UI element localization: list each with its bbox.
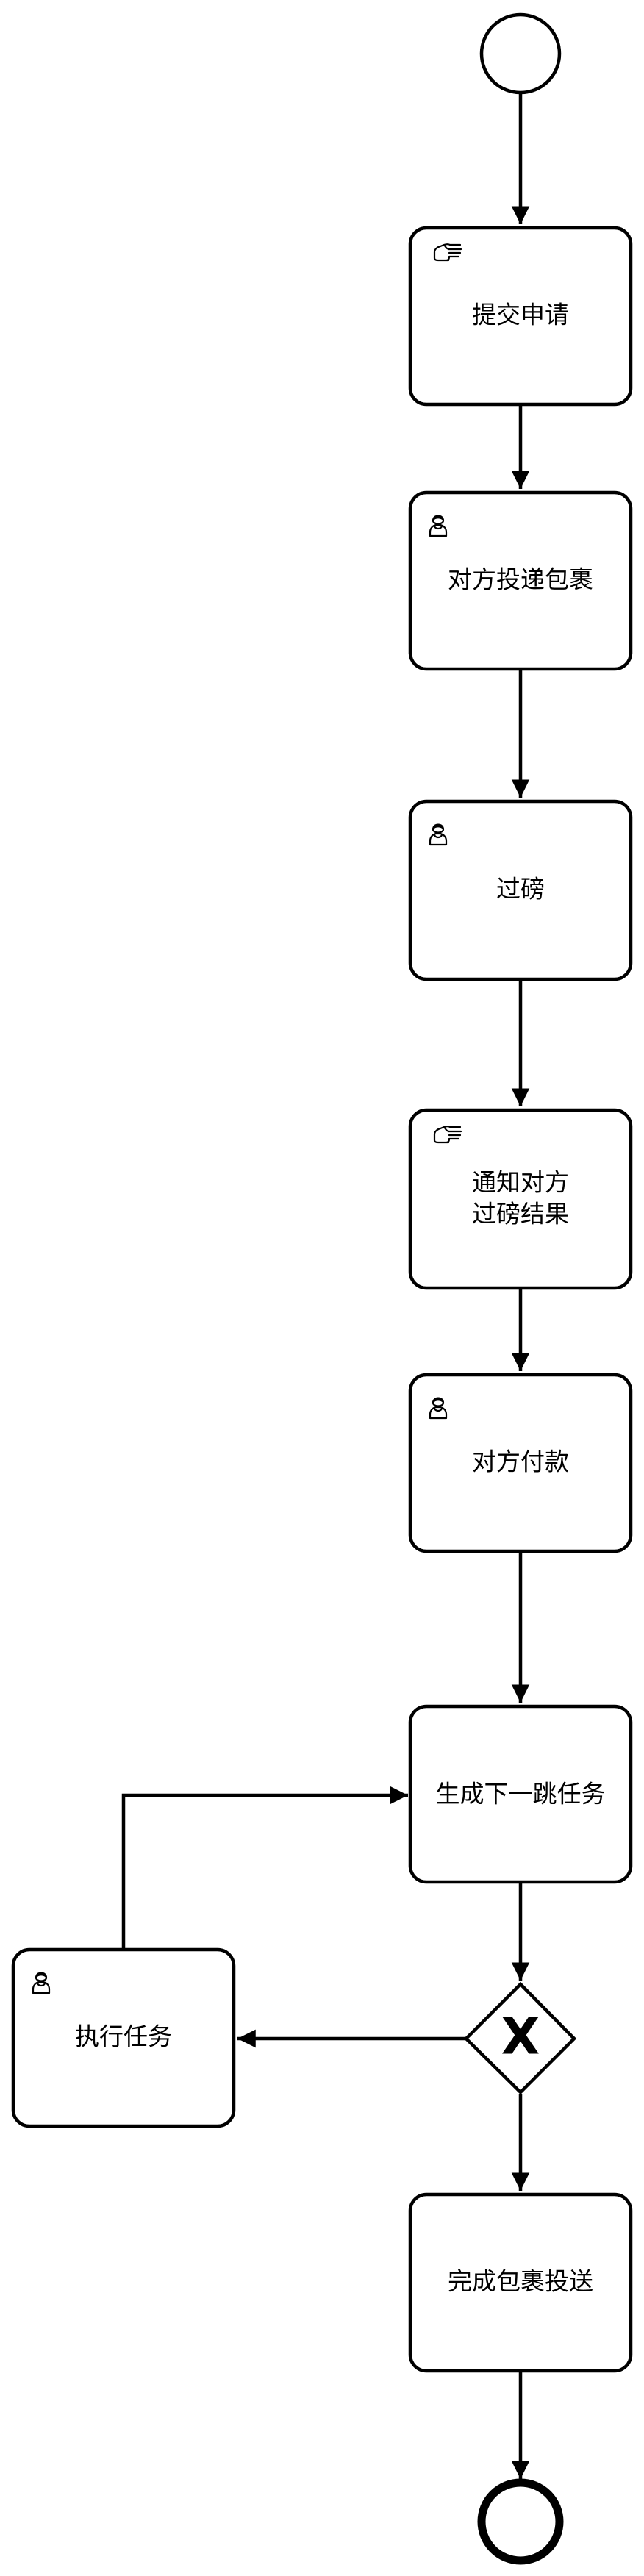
task-label-line-1: 通知对方 bbox=[472, 1168, 569, 1197]
task-generate-next-hop[interactable]: 生成下一跳任务 bbox=[408, 1704, 633, 1884]
start-event[interactable] bbox=[479, 12, 562, 95]
task-execute[interactable]: 执行任务 bbox=[11, 1947, 236, 2128]
task-label: 执行任务 bbox=[75, 2022, 172, 2051]
task-label: 对方付款 bbox=[472, 1448, 569, 1476]
end-event[interactable] bbox=[477, 2478, 564, 2565]
task-notify-weigh-result[interactable]: 通知对方 过磅结果 bbox=[408, 1108, 633, 1290]
exclusive-gateway[interactable]: X bbox=[463, 1981, 577, 2095]
sequence-flows bbox=[121, 94, 530, 2479]
flow-execute-to-generate bbox=[121, 1786, 408, 1950]
task-label-line-2: 过磅结果 bbox=[472, 1200, 569, 1228]
task-label: 过磅 bbox=[496, 875, 545, 904]
task-counterparty-deliver[interactable]: 对方投递包裹 bbox=[408, 490, 633, 671]
task-submit-application[interactable]: 提交申请 bbox=[408, 226, 633, 407]
task-label: 完成包裹投送 bbox=[448, 2267, 593, 2296]
task-complete-delivery[interactable]: 完成包裹投送 bbox=[408, 2192, 633, 2373]
task-counterparty-pay[interactable]: 对方付款 bbox=[408, 1373, 633, 1553]
task-label: 生成下一跳任务 bbox=[436, 1780, 606, 1808]
gateway-marker: X bbox=[501, 2008, 540, 2067]
task-weigh[interactable]: 过磅 bbox=[408, 799, 633, 981]
task-label: 提交申请 bbox=[472, 301, 569, 329]
task-label: 对方投递包裹 bbox=[448, 565, 593, 594]
